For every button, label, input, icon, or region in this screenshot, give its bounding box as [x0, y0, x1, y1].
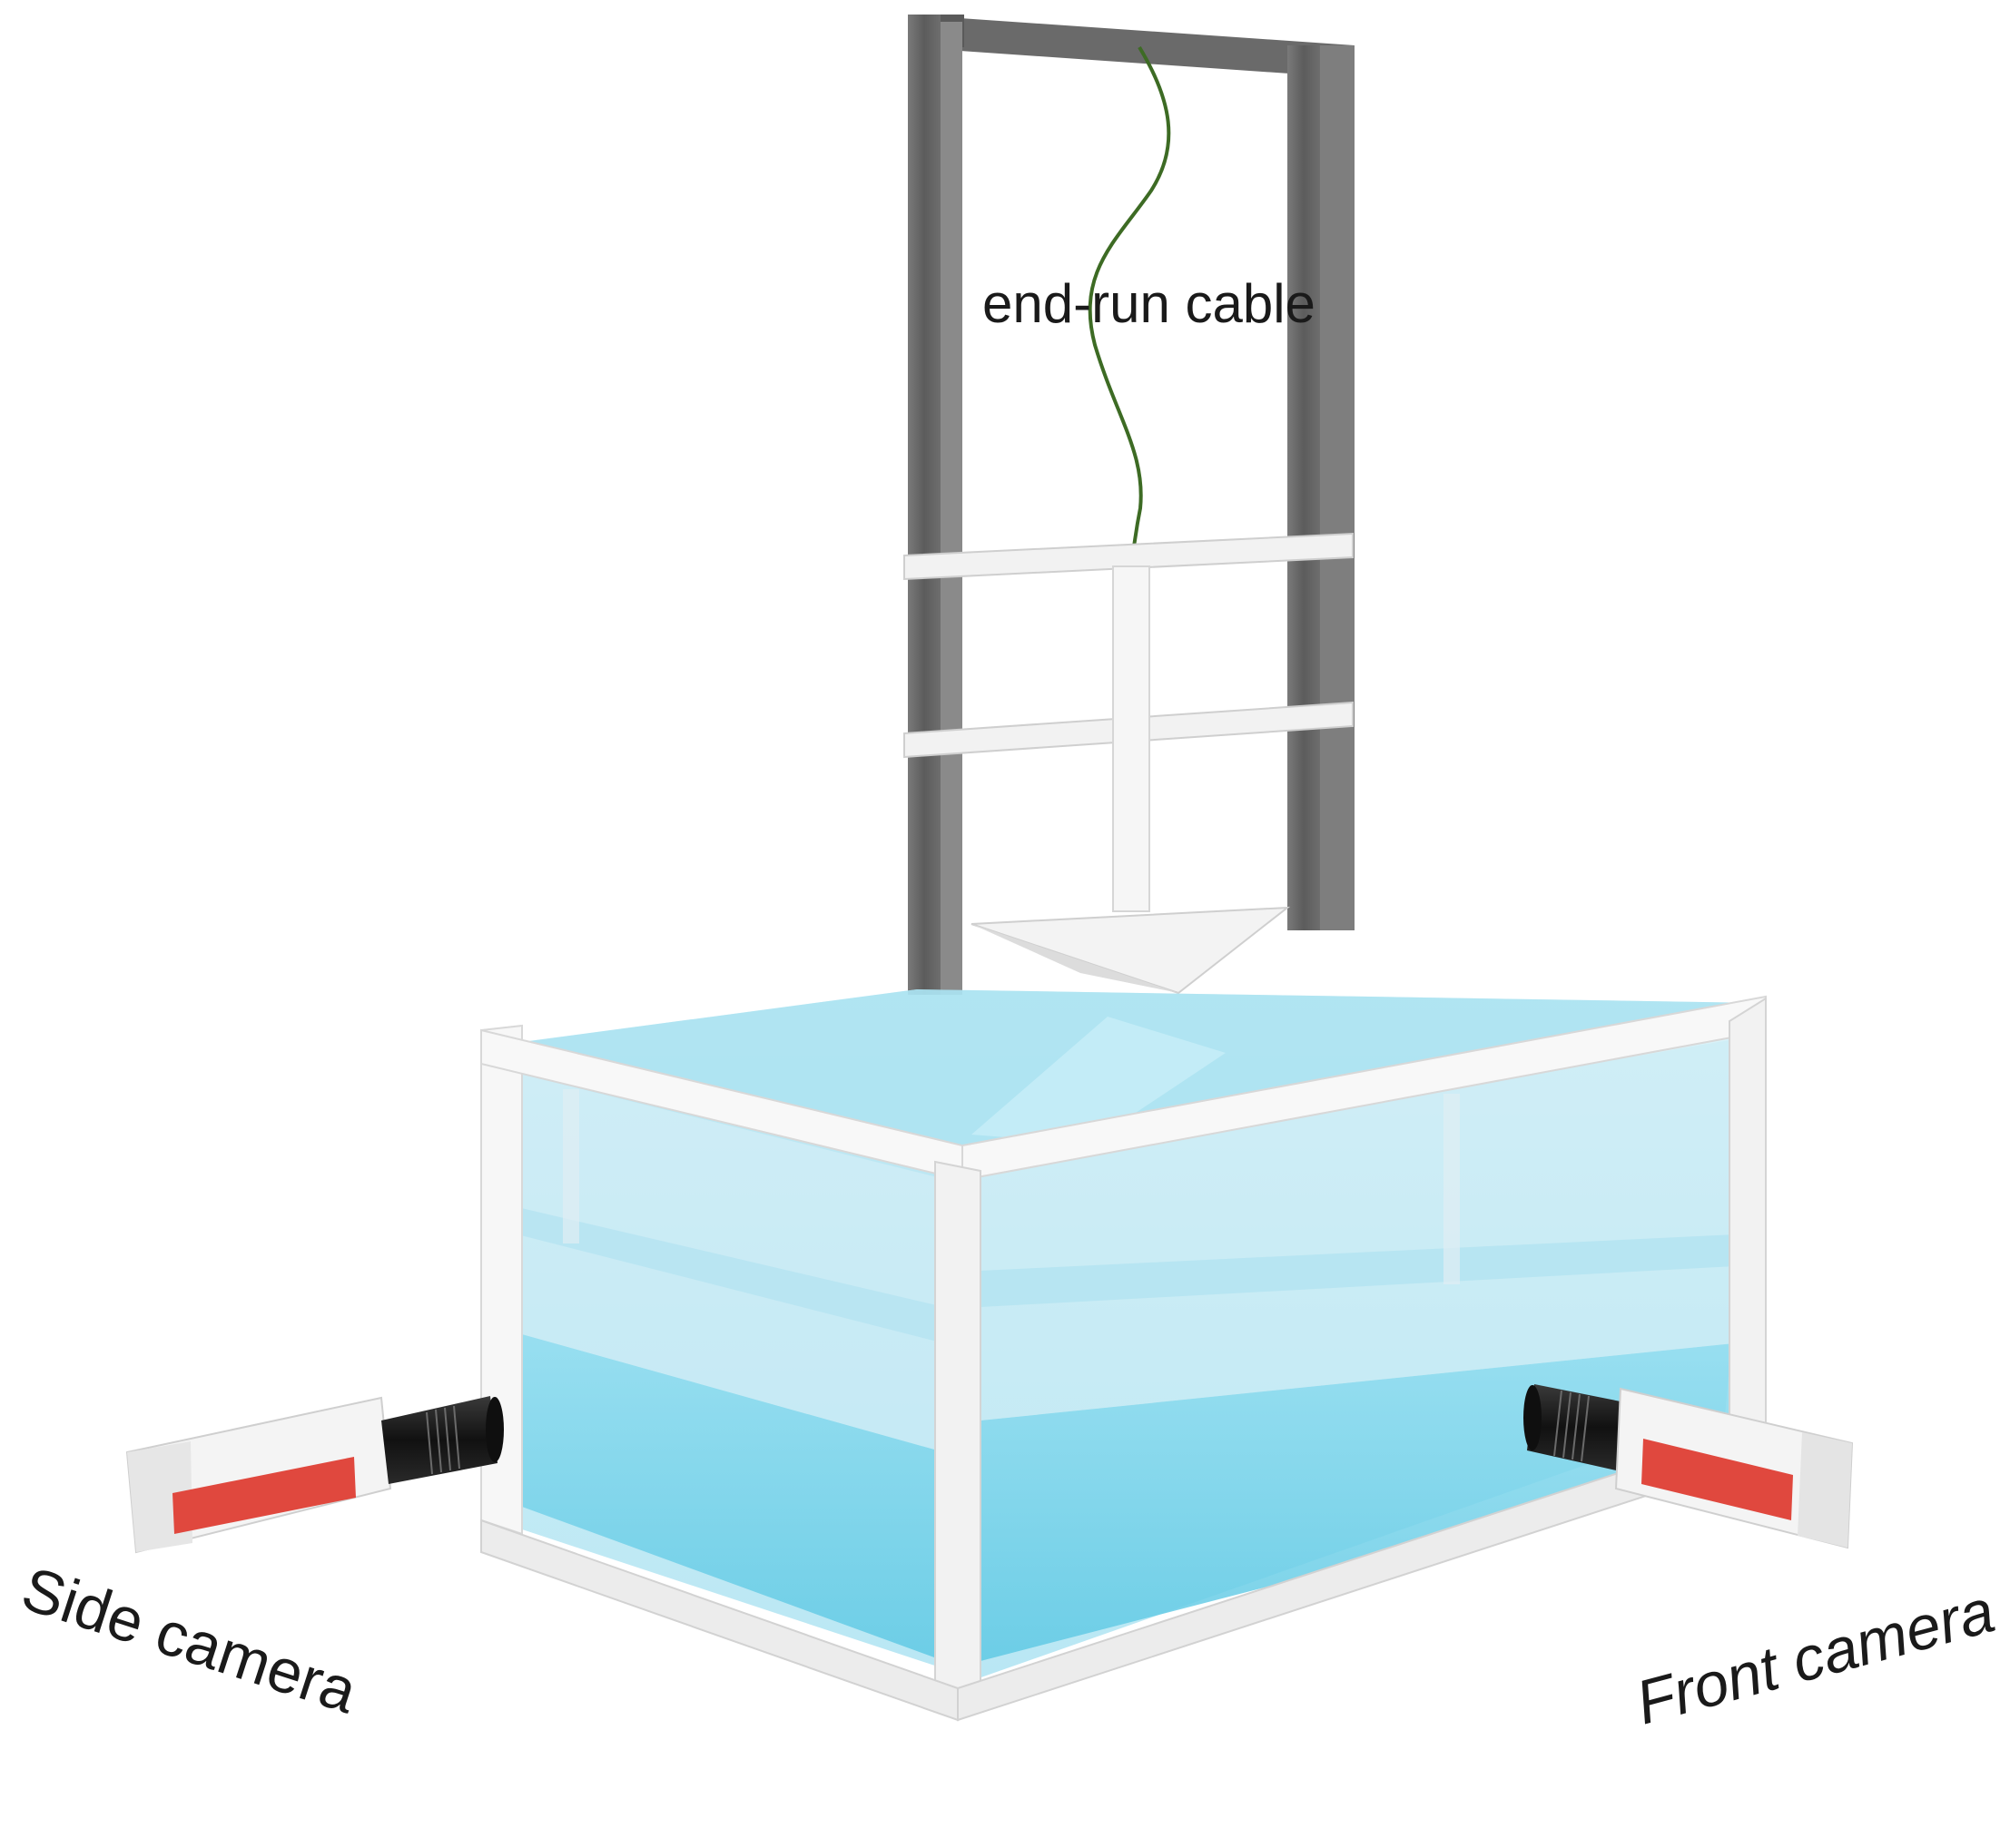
- side-camera: [125, 1396, 504, 1554]
- front-camera-label: Front camera: [1629, 1576, 2001, 1737]
- side-camera-label: Side camera: [14, 1554, 365, 1726]
- camera-icon: [125, 1396, 504, 1554]
- cable-label: end-run cable: [982, 273, 1315, 334]
- crossbars: [903, 532, 1354, 912]
- front-camera: [1523, 1384, 1854, 1549]
- end-run-cable: [1088, 45, 1171, 551]
- support-frame: [908, 15, 1355, 995]
- camera-icon: [1523, 1384, 1854, 1549]
- water-tank: [480, 989, 1767, 1722]
